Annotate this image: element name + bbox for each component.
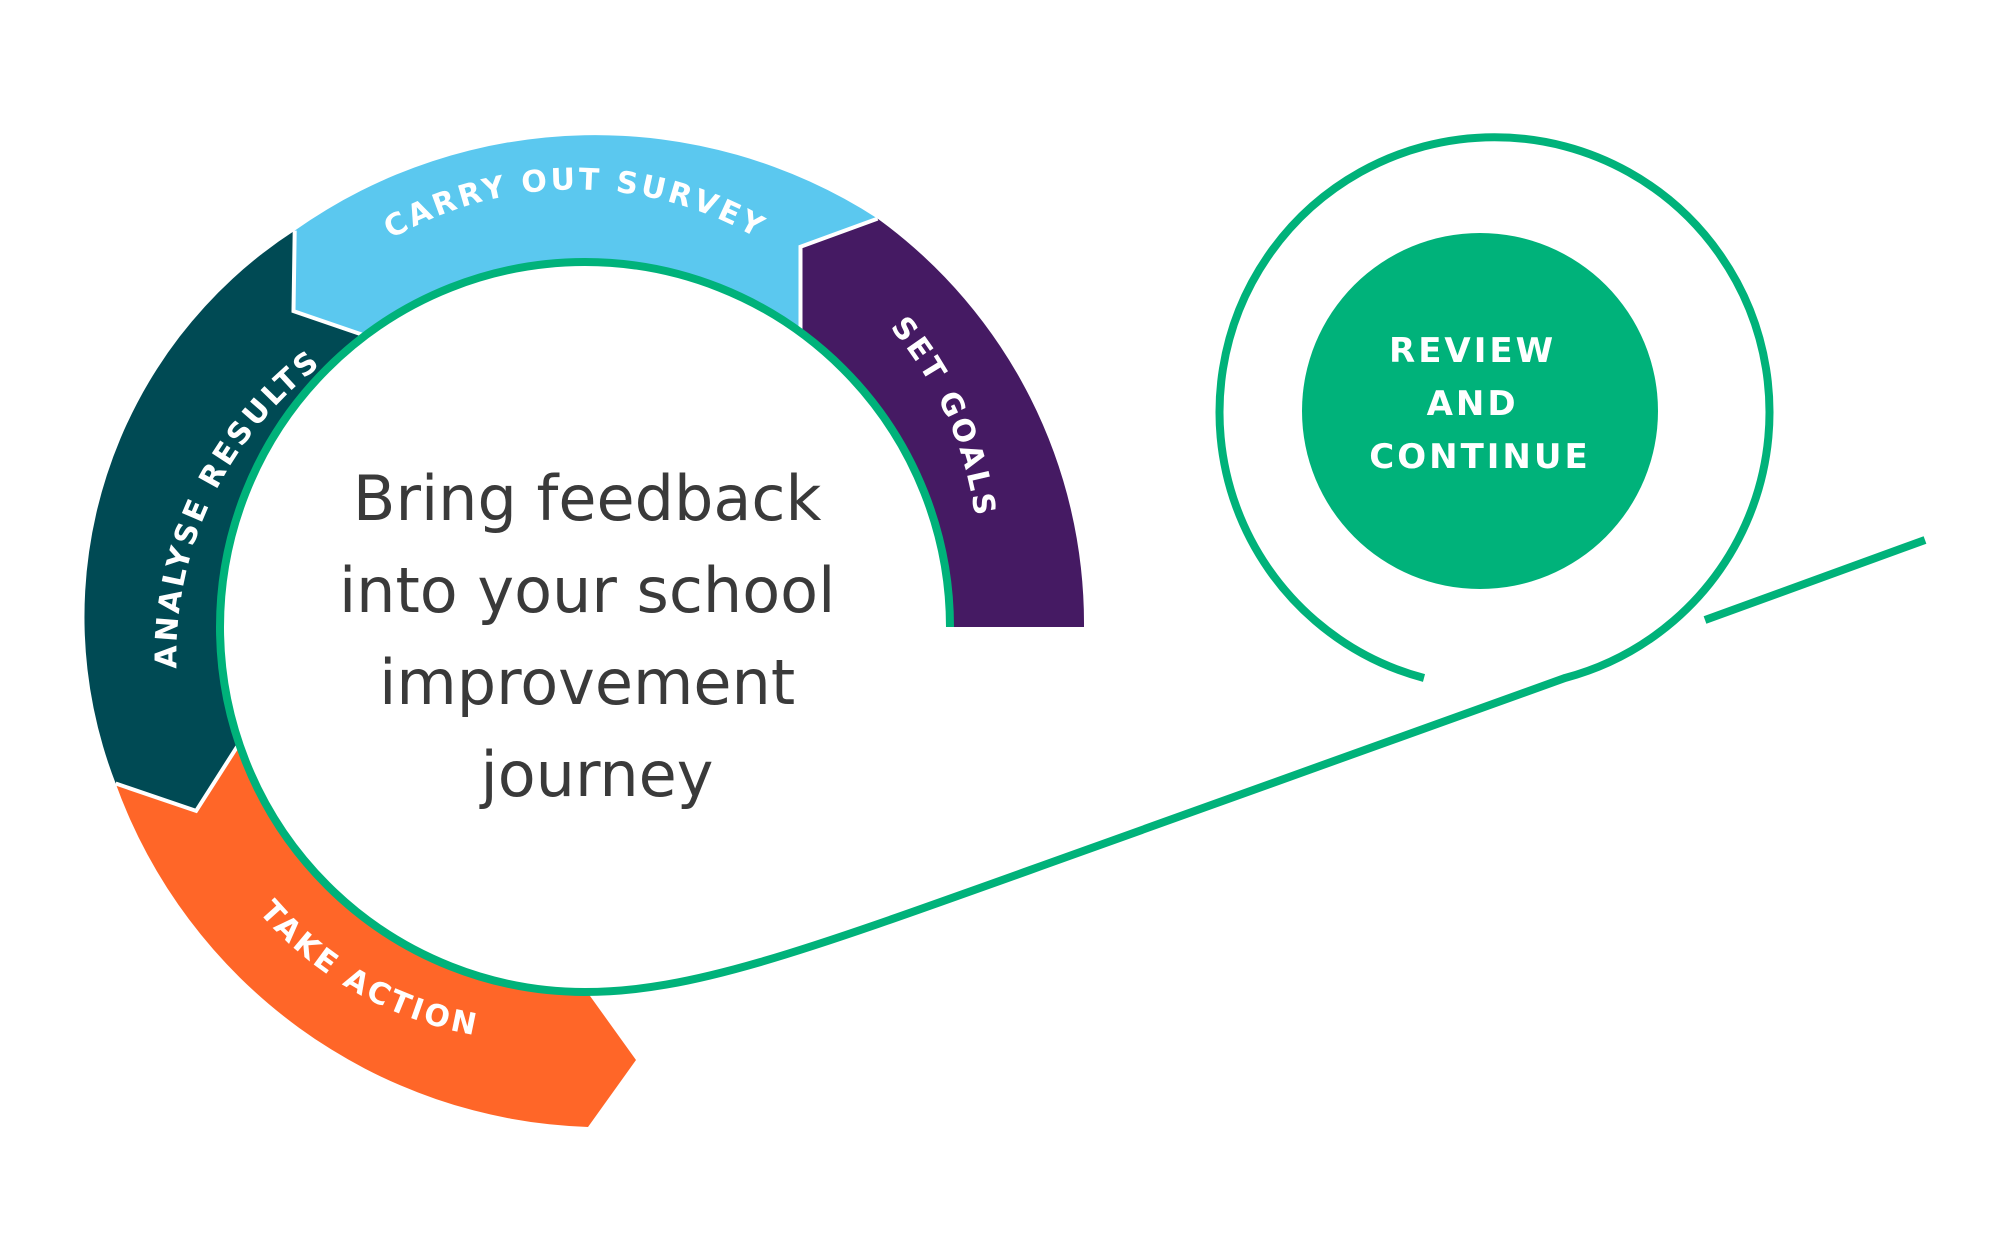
center-heading: Bring feedback into your school improvem… (339, 462, 855, 811)
analyse-results-segment (84, 230, 369, 811)
review-line-2: AND (1427, 384, 1519, 424)
review-line-3: CONTINUE (1369, 437, 1590, 477)
center-line-1: Bring feedback (353, 462, 822, 535)
take-action-segment (115, 740, 636, 1127)
center-line-3: improvement (379, 646, 795, 719)
set-goals-segment (800, 218, 1085, 627)
segment-separators (115, 216, 879, 814)
continue-line (1703, 536, 1927, 624)
review-circle (1302, 233, 1658, 589)
journey-path (216, 133, 1927, 997)
review-text: REVIEW AND CONTINUE (1369, 331, 1590, 477)
center-line-4: journey (479, 738, 714, 811)
inner-journey-circle (216, 133, 1774, 997)
review-line-1: REVIEW (1389, 331, 1556, 371)
carry-out-survey-segment (293, 135, 878, 337)
center-line-2: into your school (339, 554, 835, 627)
